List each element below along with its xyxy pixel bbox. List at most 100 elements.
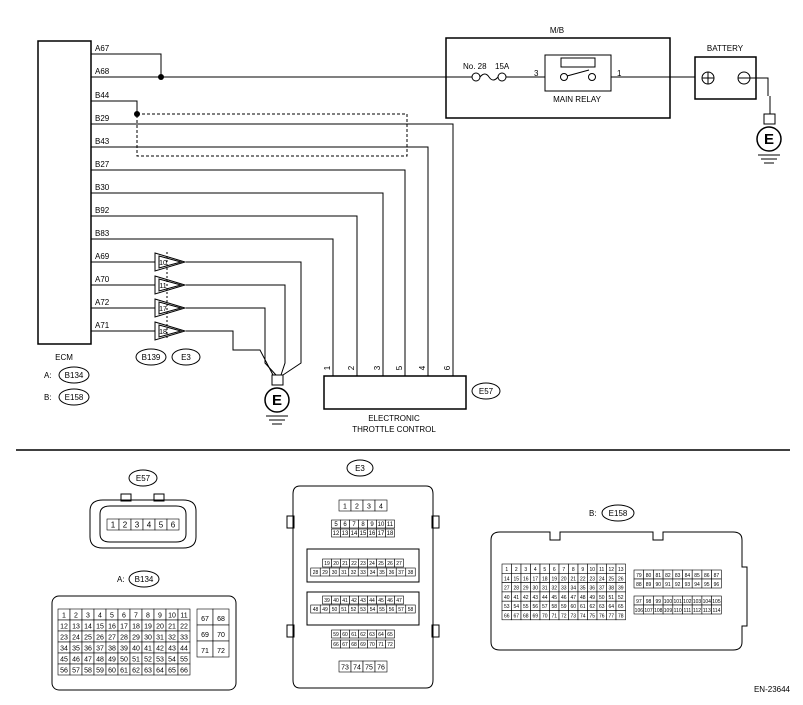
pin-number: 51 — [608, 595, 614, 601]
e158-pin: 57 — [539, 600, 550, 611]
pin-number: 24 — [72, 634, 80, 641]
conn-b134-oval — [128, 570, 160, 588]
e158-pin: 91 — [662, 578, 674, 589]
e3-pin: 30 — [329, 567, 340, 577]
e57-pin: 3 — [130, 518, 144, 531]
e158-pin: 7 — [558, 563, 569, 574]
pin-number: 13 — [72, 623, 80, 630]
b134-pin: 58 — [81, 663, 95, 676]
e158-pin: 114 — [711, 604, 722, 615]
pin-number: 68 — [523, 613, 529, 619]
pin-number: 52 — [351, 607, 357, 613]
e57-pin: 4 — [142, 518, 156, 531]
pin-number: 60 — [570, 604, 576, 610]
e158-pin: 74 — [577, 610, 588, 621]
pin-number: 58 — [408, 607, 414, 613]
pin-number: 35 — [379, 570, 385, 576]
e3-pin: 72 — [385, 639, 395, 649]
e3-pin: 1 — [338, 499, 352, 512]
e158-pin: 13 — [615, 563, 626, 574]
e3-pin: 32 — [348, 567, 359, 577]
b134-pin: 1 — [57, 608, 71, 621]
pin-number: 12 — [60, 623, 68, 630]
pin-number: 18 — [132, 623, 140, 630]
pin-number: 22 — [180, 623, 188, 630]
b134-pin: 15 — [93, 619, 107, 632]
pin-number: 57 — [542, 604, 548, 610]
ecm-pin-label: B43 — [95, 137, 110, 146]
pin-number: 49 — [322, 607, 328, 613]
e158-pin: 87 — [711, 569, 722, 580]
joint-conn1-oval — [135, 348, 167, 366]
e158-pin: 34 — [568, 582, 579, 593]
ecm-pin-label: A67 — [95, 44, 110, 53]
pin-number: 62 — [132, 667, 140, 674]
e158-pin: 4 — [530, 563, 541, 574]
e158-pin: 37 — [596, 582, 607, 593]
b134-pin: 62 — [129, 663, 143, 676]
pin-number: 113 — [703, 608, 711, 614]
e3-pin: 55 — [376, 604, 388, 614]
ecm-pin-label: A69 — [95, 252, 110, 261]
e158-pin: 12 — [606, 563, 617, 574]
etc-pin-label: 5 — [395, 365, 404, 370]
pin-number: 58 — [551, 604, 557, 610]
pin-number: 61 — [351, 632, 357, 638]
pin-number: 112 — [693, 608, 701, 614]
e158-pin: 65 — [615, 600, 626, 611]
pin-number: 69 — [201, 632, 209, 639]
e158-pin: 59 — [558, 600, 569, 611]
e158-pin: 95 — [701, 578, 712, 589]
b134-pin: 54 — [165, 652, 179, 665]
b134-pin: 21 — [165, 619, 179, 632]
pin-number: 6 — [122, 612, 126, 619]
e158-pin: 83 — [672, 569, 683, 580]
e3-pin: 54 — [367, 604, 378, 614]
e3-pin: 34 — [367, 567, 378, 577]
pin-number: 10 — [589, 567, 595, 573]
joint-pin-triangle: 17 — [154, 298, 187, 318]
b134-pin: 23 — [57, 630, 71, 643]
e3-pin: 6 — [340, 519, 350, 529]
e3-pin: 52 — [348, 604, 359, 614]
pin-number: 96 — [714, 582, 720, 588]
e3-pin: 59 — [331, 629, 341, 639]
e158-pin: 107 — [643, 604, 654, 615]
pin-number: 13 — [618, 567, 624, 573]
e3-pin: 43 — [358, 595, 368, 605]
pin-number: 9 — [370, 522, 374, 528]
e158-pin: 61 — [577, 600, 588, 611]
e158-pin: 8 — [568, 563, 579, 574]
pin-number: 56 — [389, 607, 395, 613]
e3-pin: 9 — [367, 519, 377, 529]
pin-number: 50 — [599, 595, 605, 601]
pin-number: 35 — [580, 586, 586, 592]
etc-pin-label: 1 — [323, 365, 332, 370]
e3-pin: 47 — [394, 595, 404, 605]
pin-number: 9 — [158, 612, 162, 619]
e3-pin: 3 — [362, 499, 376, 512]
conn-e3-housing — [286, 485, 440, 689]
e3-pin: 12 — [331, 528, 341, 538]
e158-pin: 77 — [606, 610, 617, 621]
pin-number: 94 — [694, 582, 700, 588]
e3-pin: 27 — [394, 558, 404, 568]
pin-number: 23 — [360, 561, 366, 567]
pin-number: 5 — [159, 520, 164, 529]
e158-pin: 104 — [701, 595, 712, 606]
e158-pin: 5 — [539, 563, 550, 574]
e158-pin: 15 — [511, 572, 522, 583]
e158-pin: 66 — [501, 610, 512, 621]
pin-number: 28 — [513, 586, 519, 592]
b134-pin: 24 — [69, 630, 83, 643]
pin-number: 59 — [561, 604, 567, 610]
pin-number: 105 — [712, 599, 721, 605]
ecm-pin-label: A72 — [95, 298, 110, 307]
b134-pin: 57 — [69, 663, 83, 676]
e158-pin: 6 — [549, 563, 560, 574]
pin-number: 53 — [156, 656, 164, 663]
e158-pin: 64 — [606, 600, 617, 611]
e3-pin: 62 — [358, 629, 368, 639]
e3-pin: 42 — [349, 595, 359, 605]
